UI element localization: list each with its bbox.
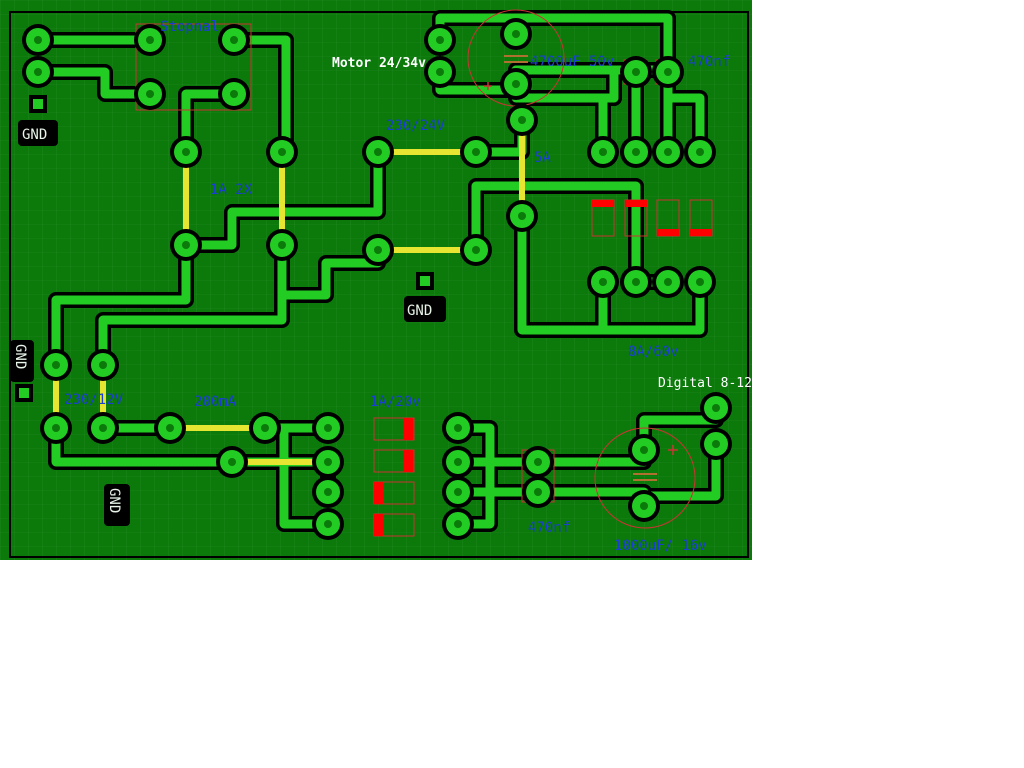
label-gnd: GND xyxy=(407,303,432,319)
label-switch: Stopnal xyxy=(160,19,219,35)
label-cap-470nf-top: 470nf xyxy=(688,54,730,70)
cap-1000uf-outline xyxy=(594,427,696,529)
label-fuse-1a: 1A 2X xyxy=(210,182,253,198)
label-transformer-230-24: 230/24V xyxy=(386,118,446,134)
switch-outline xyxy=(135,23,252,111)
label-gnd: GND xyxy=(22,127,47,143)
label-gnd: GND xyxy=(106,488,122,513)
label-motor: Motor 24/34v xyxy=(332,56,426,71)
diode-bands xyxy=(374,200,712,536)
label-transformer-230-small: 230/12V xyxy=(64,392,124,408)
label-fuse-200ma: 200mA xyxy=(194,394,237,410)
gnd-label-bgs xyxy=(10,120,446,526)
pads xyxy=(22,18,732,540)
label-gnd: GND xyxy=(12,344,28,369)
label-cap-1000uf: 1000uF/ 16v xyxy=(614,538,707,554)
label-cap-470nf-bottom: 470nf xyxy=(528,520,570,536)
cap-marks xyxy=(504,55,657,481)
label-bridge: 8A/60v xyxy=(628,344,679,360)
label-digital: Digital 8-12v xyxy=(658,376,760,391)
gnd-pads xyxy=(15,95,434,402)
label-cap-big: 4700uF 50v xyxy=(530,54,614,70)
label-diodes: 1A/20v xyxy=(370,394,421,410)
label-fuse-5a: 5A xyxy=(534,150,551,166)
polarity-marks xyxy=(484,82,678,455)
board-edge xyxy=(9,11,749,558)
